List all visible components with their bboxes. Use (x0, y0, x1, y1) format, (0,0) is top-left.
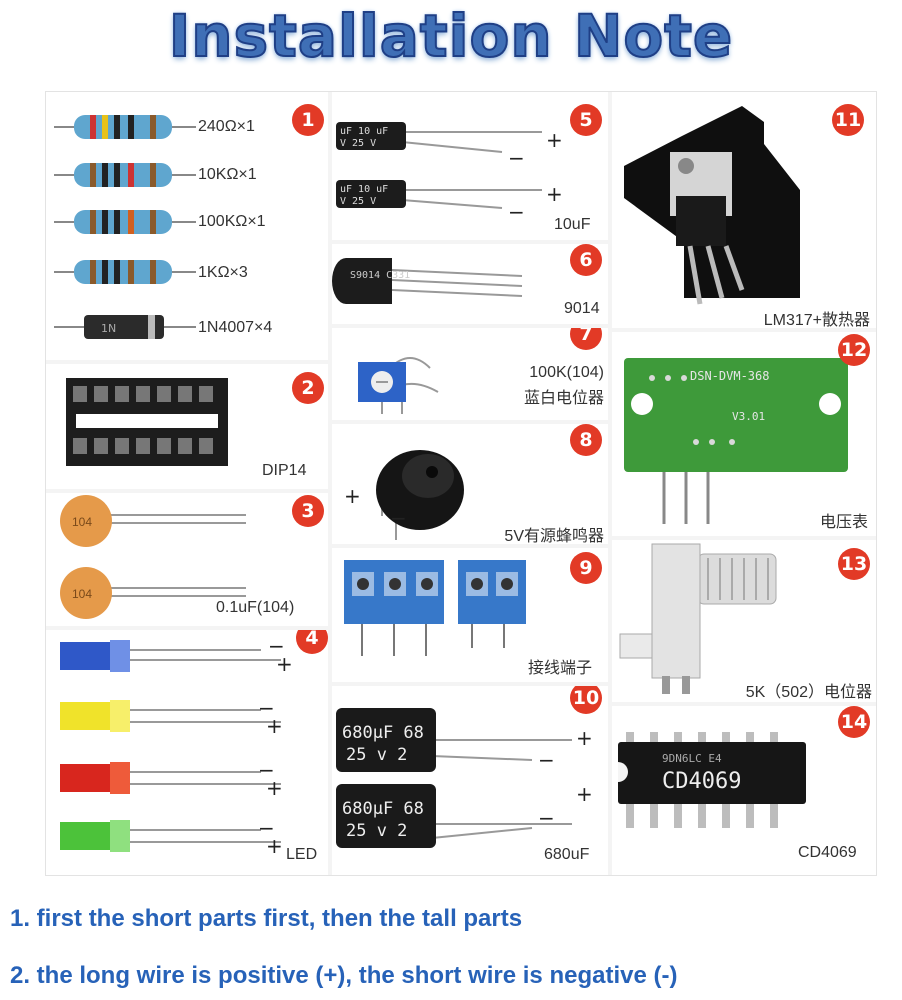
cell-leds: 4 − + − + − + − + LED (46, 630, 328, 875)
cap680-bot-mark1: 680μF 68 (342, 799, 424, 819)
lm317-heatsink-illustration (624, 106, 800, 305)
dip14-socket-illustration (66, 378, 228, 466)
cap-marking-top: 104 (72, 515, 92, 529)
resistors-illustration: 1N (54, 115, 196, 339)
cap10-top-minus: − (508, 146, 525, 170)
label-10uf: 10uF (554, 216, 591, 233)
cap10-top-mark1: uF 10 uF (340, 126, 388, 137)
note-1: 1. first the short parts first, then the… (10, 905, 523, 932)
cap680-top-plus: + (576, 726, 593, 750)
label-9014: 9014 (564, 300, 600, 317)
led-yellow-minus: − (258, 696, 275, 720)
label-lm317-heatsink: LM317+散热器 (763, 312, 870, 328)
cap10-bot-mark2: V 25 V (340, 196, 376, 207)
ceramic-caps-illustration: 104 104 (60, 495, 246, 619)
cell-dip14: 2 DIP14 (46, 364, 328, 489)
cap10-top-mark2: V 25 V (340, 138, 376, 149)
voltmeter-board-subtext: V3.01 (732, 410, 765, 423)
badge-11: 11 (832, 104, 864, 136)
cap680-bot-plus: + (576, 782, 593, 806)
label-cd4069: CD4069 (798, 844, 857, 861)
cell-cd4069: 9DN6LC E4 CD4069 14 CD4069 (612, 706, 876, 875)
cap680-top-minus: − (538, 748, 555, 772)
leds-illustration (60, 640, 281, 852)
label-dip14: DIP14 (262, 462, 307, 479)
cap10-bot-plus: + (546, 182, 563, 206)
buzzer-illustration (376, 450, 464, 540)
page-title: Installation Note (168, 1, 734, 71)
badge-6: 6 (570, 244, 602, 276)
cell-ceramic-caps: 104 104 3 0.1uF(104) (46, 493, 328, 626)
label-100k-104: 100K(104) (529, 364, 604, 381)
badge-2: 2 (292, 372, 324, 404)
led-red-minus: − (258, 758, 275, 782)
led-red-plus: + (266, 776, 283, 800)
badge-8: 8 (570, 424, 602, 456)
led-yellow-plus: + (266, 714, 283, 738)
trimmer-pot-illustration (358, 357, 439, 414)
label-5k-pot: 5K（502）电位器 (745, 684, 872, 701)
badge-3: 3 (292, 495, 324, 527)
led-blue-plus: + (276, 652, 293, 676)
led-green-minus: − (258, 816, 275, 840)
component-sheet: 1N 1 240Ω×1 10KΩ×1 100KΩ×1 1KΩ×3 1N4007×… (46, 92, 876, 875)
badge-10: 10 (570, 686, 602, 714)
label-blue-white-pot: 蓝白电位器 (523, 390, 604, 407)
badge-14: 14 (838, 706, 870, 738)
cell-buzzer: 8 + − 5V有源蜂鸣器 (332, 424, 608, 544)
badge-12: 12 (838, 334, 870, 366)
label-1k-ohm: 1KΩ×3 (198, 264, 248, 281)
cell-terminals: 9 接线端子 (332, 548, 608, 682)
cap680-bot-minus: − (538, 806, 555, 830)
cell-resistors: 1N 1 240Ω×1 10KΩ×1 100KΩ×1 1KΩ×3 1N4007×… (46, 92, 328, 360)
cap680-bot-mark2: 25 v 2 (346, 821, 407, 841)
cap680-top-mark2: 25 v 2 (346, 745, 407, 765)
cap10-bot-mark1: uF 10 uF (340, 184, 388, 195)
electrolytic-10uf-illustration: uF 10 uF V 25 V uF 10 uF V 25 V (336, 122, 542, 209)
cell-5k-pot: 13 5K（502）电位器 (612, 540, 876, 702)
badge-13: 13 (838, 548, 870, 580)
badge-9: 9 (570, 552, 602, 584)
cap10-bot-minus: − (508, 200, 525, 224)
electrolytic-680uf-illustration: 680μF 68 25 v 2 680μF 68 25 v 2 (336, 708, 572, 848)
label-terminal-block: 接线端子 (528, 660, 593, 677)
buzzer-plus: + (344, 484, 361, 508)
badge-7: 7 (570, 328, 602, 350)
terminal-block-illustration (344, 560, 526, 656)
cell-trimmer: 7 100K(104) 蓝白电位器 (332, 328, 608, 420)
label-ceramic-cap: 0.1uF(104) (216, 599, 295, 616)
chip-text: CD4069 (662, 769, 741, 794)
led-green-plus: + (266, 834, 283, 858)
label-240-ohm: 240Ω×1 (198, 118, 255, 135)
cd4069-chip-illustration: 9DN6LC E4 CD4069 (618, 732, 806, 828)
cell-680uf-caps: 680μF 68 25 v 2 680μF 68 25 v 2 10 + − +… (332, 686, 608, 875)
label-5v-buzzer: 5V有源蜂鸣器 (504, 528, 604, 544)
led-blue-minus: − (268, 634, 285, 658)
chip-subtext: 9DN6LC E4 (662, 752, 722, 765)
label-100k-ohm: 100KΩ×1 (198, 213, 266, 230)
potentiometer-5k-illustration (619, 543, 777, 694)
cap-marking-bottom: 104 (72, 587, 92, 601)
badge-5: 5 (570, 104, 602, 136)
label-diode: 1N4007×4 (198, 319, 273, 336)
voltmeter-board-text: DSN-DVM-368 (690, 369, 769, 383)
badge-1: 1 (292, 104, 324, 136)
svg-text:1N: 1N (101, 322, 116, 335)
label-10k-ohm: 10KΩ×1 (198, 166, 257, 183)
transistor-marking: S9014 C331 (350, 270, 410, 281)
label-voltmeter: 电压表 (820, 514, 869, 531)
cell-transistor: S9014 C331 6 9014 (332, 244, 608, 324)
transistor-9014-illustration: S9014 C331 (332, 258, 523, 304)
cell-voltmeter: DSN-DVM-368 V3.01 12 电压表 (612, 332, 876, 536)
cap680-top-mark1: 680μF 68 (342, 723, 424, 743)
cell-10uf-caps: uF 10 uF V 25 V uF 10 uF V 25 V 5 + − + … (332, 92, 608, 240)
label-led: LED (286, 846, 318, 863)
voltmeter-board-illustration: DSN-DVM-368 V3.01 (624, 358, 848, 524)
label-680uf: 680uF (544, 846, 590, 863)
buzzer-minus: − (390, 506, 407, 530)
cell-lm317: 11 LM317+散热器 (612, 92, 876, 328)
cap10-top-plus: + (546, 128, 563, 152)
note-2: 2. the long wire is positive (+), the sh… (10, 962, 678, 989)
